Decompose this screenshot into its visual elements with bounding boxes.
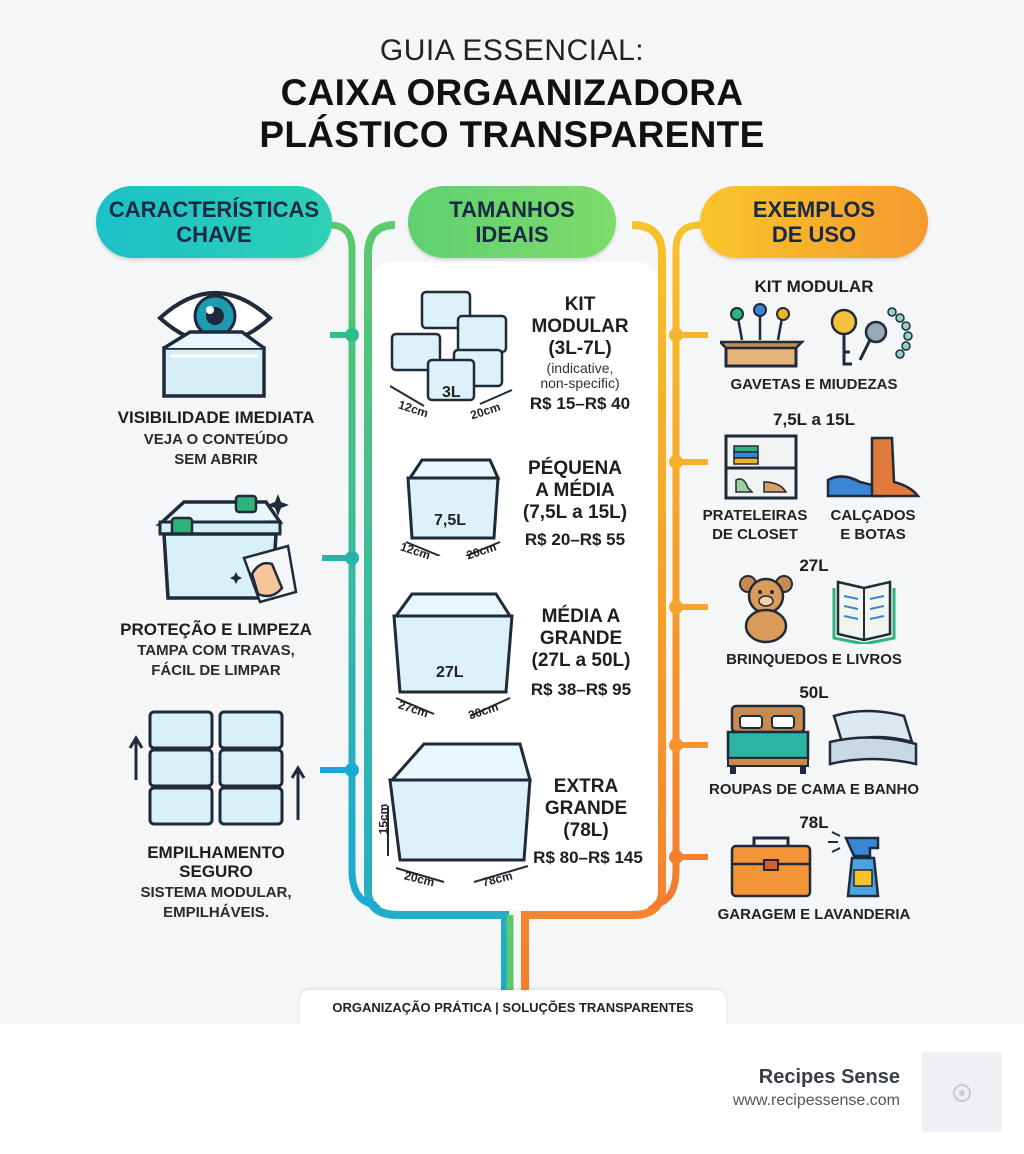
brand-logo-icon bbox=[953, 1084, 971, 1102]
example-2-head: 7,5L a 15L bbox=[773, 410, 855, 429]
example-2b-label-line2: E BOTAS bbox=[840, 526, 906, 543]
bed-towel-icon bbox=[726, 704, 918, 774]
example-1-label: GAVETAS E MIUDEZAS bbox=[730, 376, 898, 393]
brand-url: www.recipessense.com bbox=[732, 1092, 900, 1109]
size-3-name-line1: MÉDIA A bbox=[541, 606, 621, 627]
lid-cleaning-icon bbox=[155, 494, 298, 604]
teddy-book-icon bbox=[739, 575, 896, 644]
sizes-title-line1: TAMANHOS bbox=[449, 197, 575, 222]
size-2-name-line2: A MÉDIA bbox=[535, 480, 615, 501]
example-2a-label-line2: DE CLOSET bbox=[712, 526, 798, 543]
feature-3-title-line1: EMPILHAMENTO bbox=[147, 843, 285, 862]
stacked-boxes-icon bbox=[128, 710, 306, 826]
example-1-head: KIT MODULAR bbox=[754, 277, 874, 296]
size-3-name-line3: (27L a 50L) bbox=[531, 650, 631, 671]
size-2-name-line3: (7,5L a 15L) bbox=[522, 502, 628, 523]
drawer-pins-keys-icon bbox=[720, 303, 913, 368]
extra-large-box-icon bbox=[387, 742, 532, 883]
feature-1-sub-line2: SEM ABRIR bbox=[174, 451, 258, 468]
size-1-name-line3: (3L-7L) bbox=[548, 338, 612, 359]
size-1-name-line1: KIT bbox=[564, 294, 596, 315]
eye-box-icon bbox=[157, 291, 273, 398]
connector-lines bbox=[320, 221, 708, 1024]
feature-2-sub-line1: TAMPA COM TRAVAS, bbox=[137, 642, 295, 659]
small-medium-volume: 7,5L bbox=[434, 512, 467, 529]
footer-tagline: ORGANIZAÇÃO PRÁTICA | SOLUÇÕES TRANSPARE… bbox=[300, 990, 726, 1024]
size-4-price: R$ 80–R$ 145 bbox=[533, 848, 643, 867]
size-3-price: R$ 38–R$ 95 bbox=[530, 680, 632, 699]
page-title-line1: CAIXA ORGAANIZADORA bbox=[280, 72, 744, 113]
example-2b-label-line1: CALÇADOS bbox=[830, 507, 916, 524]
example-5-label: GARAGEM E LAVANDERIA bbox=[717, 906, 911, 923]
toolbox-spray-icon bbox=[730, 831, 880, 898]
pretitle: GUIA ESSENCIAL: bbox=[379, 34, 645, 67]
example-4-head: 50L bbox=[799, 683, 829, 702]
closet-shoes-icon bbox=[724, 434, 921, 500]
example-5-head: 78L bbox=[799, 813, 829, 832]
page-title-line2: PLÁSTICO TRANSPARENTE bbox=[259, 114, 765, 155]
size-3-name-line2: GRANDE bbox=[539, 628, 623, 649]
example-4-label: ROUPAS DE CAMA E BANHO bbox=[708, 781, 919, 798]
size-1-note-line1: (indicative, bbox=[546, 360, 614, 376]
size-2-name-line1: PÉQUENA bbox=[528, 458, 622, 479]
size-4-name-line3: (78L) bbox=[563, 820, 609, 841]
size-2-price: R$ 20–R$ 55 bbox=[524, 530, 626, 549]
size-4-name-line1: EXTRA bbox=[553, 776, 619, 797]
medium-large-volume: 27L bbox=[436, 664, 464, 681]
size-1-name-line2: MODULAR bbox=[531, 316, 629, 337]
brand-name: Recipes Sense bbox=[758, 1066, 900, 1088]
example-2a-label-line1: PRATELEIRAS bbox=[702, 507, 808, 524]
features-title-line2: CHAVE bbox=[176, 222, 252, 247]
modular-kit-volume: 3L bbox=[442, 384, 461, 401]
feature-3-sub-line2: EMPILHÁVEIS. bbox=[163, 904, 269, 921]
feature-3-title-line2: SEGURO bbox=[179, 862, 253, 881]
small-medium-box-icon bbox=[405, 458, 501, 556]
feature-1-sub-line1: VEJA O CONTEÚDO bbox=[143, 431, 289, 448]
size-4-name-line2: GRANDE bbox=[544, 798, 628, 819]
size-1-price: R$ 15–R$ 40 bbox=[529, 394, 631, 413]
modular-kit-boxes-icon bbox=[389, 290, 513, 407]
feature-2-title: PROTEÇÃO E LIMPEZA bbox=[120, 620, 312, 639]
example-3-head: 27L bbox=[799, 556, 829, 575]
brand-logo bbox=[922, 1052, 1002, 1132]
sizes-title-line2: IDEAIS bbox=[475, 222, 549, 247]
features-title-line1: CARACTERÍSTICAS bbox=[108, 197, 320, 222]
feature-1-title: VISIBILIDADE IMEDIATA bbox=[117, 408, 315, 427]
examples-title-line2: DE USO bbox=[771, 222, 857, 247]
examples-title-line1: EXEMPLOS bbox=[752, 197, 876, 222]
feature-3-sub-line1: SISTEMA MODULAR, bbox=[140, 884, 292, 901]
extra-large-dim-h: 15cm bbox=[376, 803, 391, 835]
feature-2-sub-line2: FÁCIL DE LIMPAR bbox=[151, 662, 281, 679]
example-3-label: BRINQUEDOS E LIVROS bbox=[726, 651, 902, 668]
size-1-note-line2: non-specific) bbox=[540, 375, 620, 391]
medium-large-box-icon bbox=[392, 592, 514, 717]
infographic: GUIA ESSENCIAL: CAIXA ORGAANIZADORA PLÁS… bbox=[0, 0, 1024, 1024]
